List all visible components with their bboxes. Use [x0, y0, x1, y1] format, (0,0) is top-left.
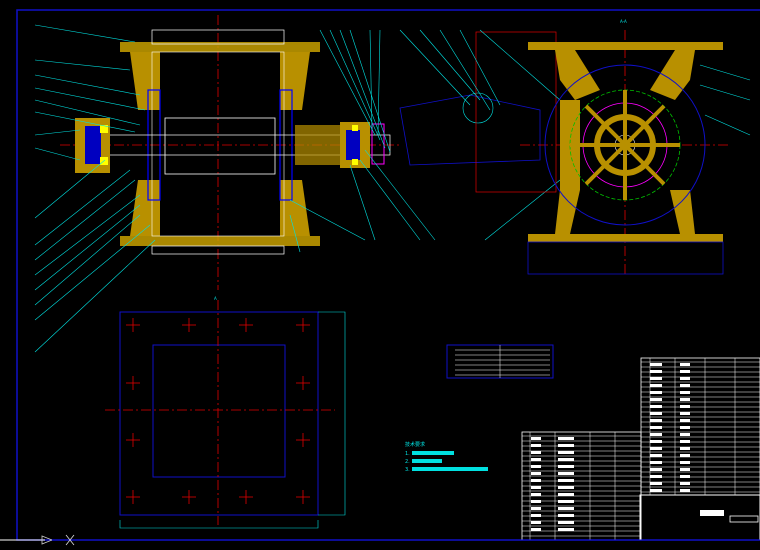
parts-cell-text [680, 405, 690, 408]
front-section-view [60, 15, 400, 290]
parts-cell-text [680, 384, 690, 387]
parts-cell-text [650, 447, 662, 450]
parts-cell-text [558, 507, 574, 510]
parts-cell-text [650, 461, 662, 464]
tech-req-item-2: 2. [405, 459, 410, 465]
parts-cell-text [680, 433, 690, 436]
tech-req-item-3: 3. [405, 467, 410, 473]
parts-cell-text [650, 405, 662, 408]
parts-cell-text [558, 500, 574, 503]
tech-req-item-1: 1. [405, 451, 410, 457]
ucs-icon [0, 534, 760, 546]
parts-cell-text [531, 444, 541, 447]
plan-view: A [105, 296, 346, 529]
parts-cell-text [650, 426, 662, 429]
parts-cell-text [650, 370, 662, 373]
view-label: A [214, 296, 217, 301]
parts-cell-text [531, 479, 541, 482]
parts-cell-text [650, 440, 662, 443]
leader-lines-left [34, 24, 561, 353]
parts-cell-text [531, 472, 541, 475]
parts-cell-text [680, 426, 690, 429]
parts-cell-text [531, 458, 541, 461]
parts-cell-text [531, 507, 541, 510]
parts-cell-text [531, 437, 541, 440]
parts-cell-text [680, 468, 690, 471]
parts-cell-text [650, 377, 662, 380]
parts-cell-text [680, 440, 690, 443]
parts-cell-text [680, 419, 690, 422]
parts-cell-text [680, 489, 690, 492]
parts-cell-text [680, 370, 690, 373]
parts-cell-text [531, 528, 541, 531]
parts-cell-text [680, 391, 690, 394]
parts-cell-text [680, 363, 690, 366]
parts-cell-text [558, 493, 574, 496]
parts-cell-text [680, 398, 690, 401]
tech-req-title: 技术要求 [405, 441, 425, 448]
parts-cell-text [650, 454, 662, 457]
parts-cell-text [680, 475, 690, 478]
parts-cell-text [680, 377, 690, 380]
parts-cell-text [558, 437, 574, 440]
parts-cell-text [650, 391, 662, 394]
parts-cell-text [558, 458, 574, 461]
parts-cell-text [531, 514, 541, 517]
parts-cell-text [558, 486, 574, 489]
parameter-table [446, 344, 554, 379]
parts-cell-text [558, 479, 574, 482]
parts-cell-text [531, 500, 541, 503]
parts-cell-text [650, 384, 662, 387]
parts-cell-text [531, 465, 541, 468]
title-block [521, 357, 760, 541]
parts-cell-text [531, 521, 541, 524]
section-label: A-A [620, 19, 627, 24]
parts-cell-text [650, 475, 662, 478]
parts-cell-text [531, 451, 541, 454]
parts-cell-text [558, 528, 574, 531]
parts-cell-text [680, 447, 690, 450]
parts-cell-text [558, 451, 574, 454]
parts-cell-text [558, 444, 574, 447]
parts-cell-text [558, 521, 574, 524]
parts-cell-text [650, 363, 662, 366]
parts-cell-text [650, 482, 662, 485]
parts-cell-text [650, 412, 662, 415]
parts-cell-text [650, 489, 662, 492]
parts-cell-text [558, 514, 574, 517]
parts-cell-text [650, 468, 662, 471]
section-view-a-a: A-A [520, 19, 751, 275]
parts-cell-text [650, 419, 662, 422]
technical-requirements: 技术要求 1. 2. 3. [405, 441, 488, 473]
parts-cell-text [680, 412, 690, 415]
drawing-border [16, 9, 760, 541]
drive-sketch [399, 29, 561, 193]
parts-cell-text [680, 461, 690, 464]
parts-cell-text [650, 398, 662, 401]
parts-cell-text [680, 454, 690, 457]
parts-cell-text [558, 465, 574, 468]
parts-cell-text [531, 493, 541, 496]
parts-cell-text [531, 486, 541, 489]
parts-cell-text [680, 482, 690, 485]
parts-cell-text [650, 433, 662, 436]
parts-cell-text [558, 472, 574, 475]
